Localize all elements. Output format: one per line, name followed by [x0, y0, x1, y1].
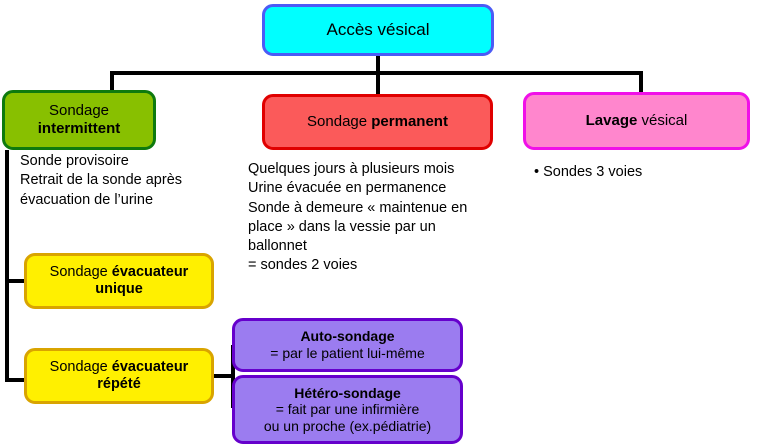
node-acces-vesical-label: Accès vésical	[326, 19, 430, 39]
node-lavage-vesical-label-bold: Lavage	[585, 112, 638, 130]
node-sondage-permanent-label-bold: permanent	[371, 113, 448, 131]
node-sondage-evacuateur-repete[interactable]: Sondage évacuateur répété	[24, 348, 214, 404]
connector-root-stem	[376, 56, 380, 94]
node-hetero-sondage-title: Hétéro-sondage	[294, 384, 401, 401]
connector-bracket-spine	[231, 345, 235, 408]
node-sondage-permanent[interactable]: Sondage permanent	[262, 94, 493, 150]
connector-drop-lavage	[639, 71, 643, 94]
connector-left-spine	[5, 150, 9, 382]
node-lavage-vesical-label-regular: vésical	[637, 112, 688, 130]
node-evacuateur-repete-label-bold: évacuateur répété	[97, 358, 189, 392]
node-evacuateur-unique-label-regular: Sondage	[49, 263, 112, 280]
node-sondage-permanent-label-regular: Sondage	[307, 113, 372, 131]
node-sondage-intermittent-label-bold: intermittent	[37, 120, 121, 137]
node-hetero-sondage[interactable]: Hétéro-sondage = fait par une infirmière…	[232, 375, 463, 444]
node-hetero-sondage-detail-line1: = fait par une infirmière	[275, 401, 420, 418]
node-sondage-intermittent-label-regular: Sondage	[48, 102, 110, 120]
node-acces-vesical[interactable]: Accès vésical	[262, 4, 494, 56]
note-lavage: • Sondes 3 voies	[534, 164, 643, 180]
node-sondage-evacuateur-unique[interactable]: Sondage évacuateur unique	[24, 253, 214, 309]
connector-horizontal-bus	[110, 71, 643, 75]
connector-stub-evacuateur-repete	[5, 378, 27, 382]
connector-bracket-stem	[212, 374, 234, 378]
connector-stub-evacuateur-unique	[5, 279, 27, 283]
node-sondage-intermittent[interactable]: Sondage intermittent	[2, 90, 156, 150]
node-hetero-sondage-detail-line2: ou un proche (ex.pédiatrie)	[263, 417, 432, 434]
connector-drop-intermittent	[110, 71, 114, 92]
node-evacuateur-unique-label-bold: évacuateur unique	[95, 263, 189, 297]
note-intermittent: Sonde provisoire Retrait de la sonde apr…	[20, 153, 183, 208]
node-lavage-vesical[interactable]: Lavage vésical	[523, 92, 750, 150]
note-permanent: Quelques jours à plusieurs mois Urine év…	[248, 161, 468, 274]
node-evacuateur-repete-label-regular: Sondage	[49, 358, 112, 375]
node-auto-sondage[interactable]: Auto-sondage = par le patient lui-même	[232, 318, 463, 372]
node-auto-sondage-title: Auto-sondage	[300, 328, 395, 345]
node-auto-sondage-detail: = par le patient lui-même	[270, 345, 425, 361]
